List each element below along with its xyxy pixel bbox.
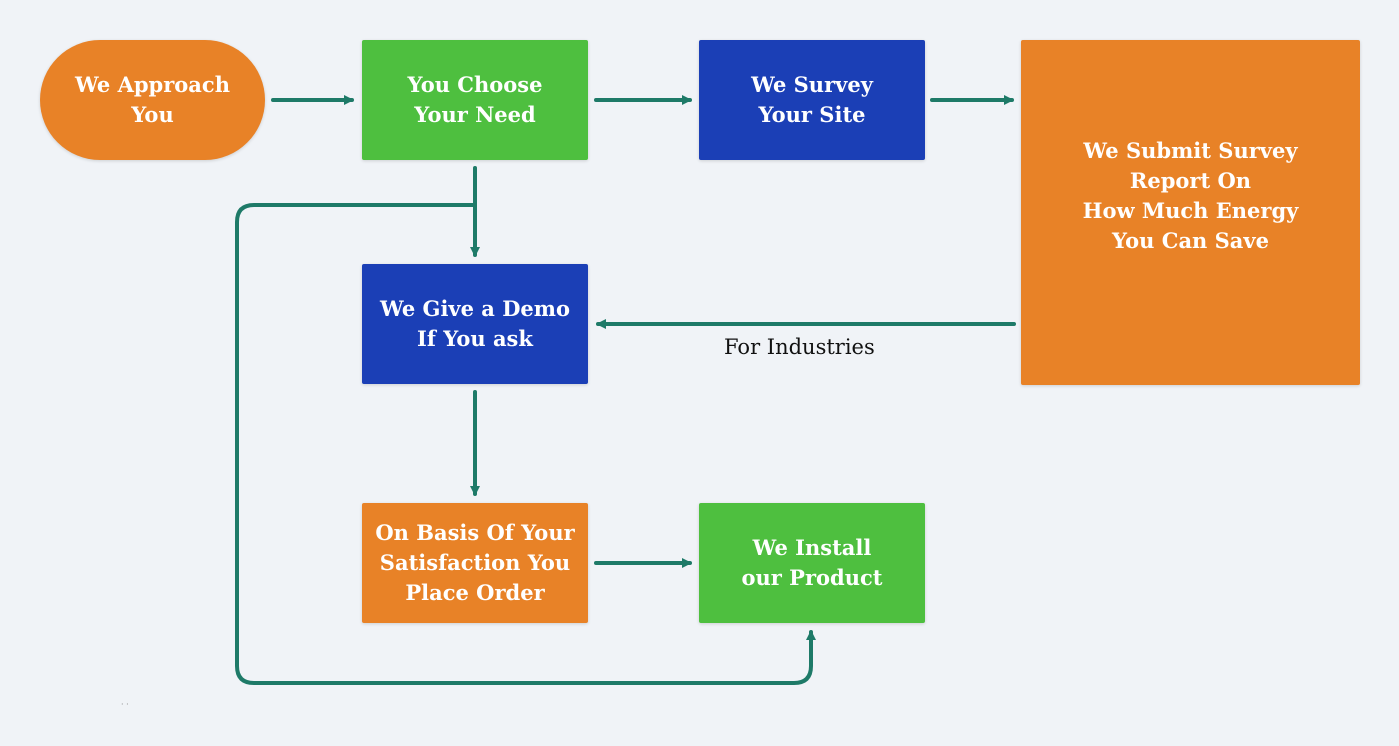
step-demo: We Give a Demo If You ask	[362, 264, 588, 384]
step-we-approach-you: We Approach You	[40, 40, 265, 160]
step-survey-report: We Submit Survey Report On How Much Ener…	[1021, 40, 1360, 385]
step-we-survey-your-site: We Survey Your Site	[699, 40, 925, 160]
edge-label-for-industries: For Industries	[724, 335, 875, 359]
step-place-order: On Basis Of Your Satisfaction You Place …	[362, 503, 588, 623]
footnote-mark: · ·	[121, 700, 129, 709]
step-install-product: We Install our Product	[699, 503, 925, 623]
step-you-choose-your-need: You Choose Your Need	[362, 40, 588, 160]
